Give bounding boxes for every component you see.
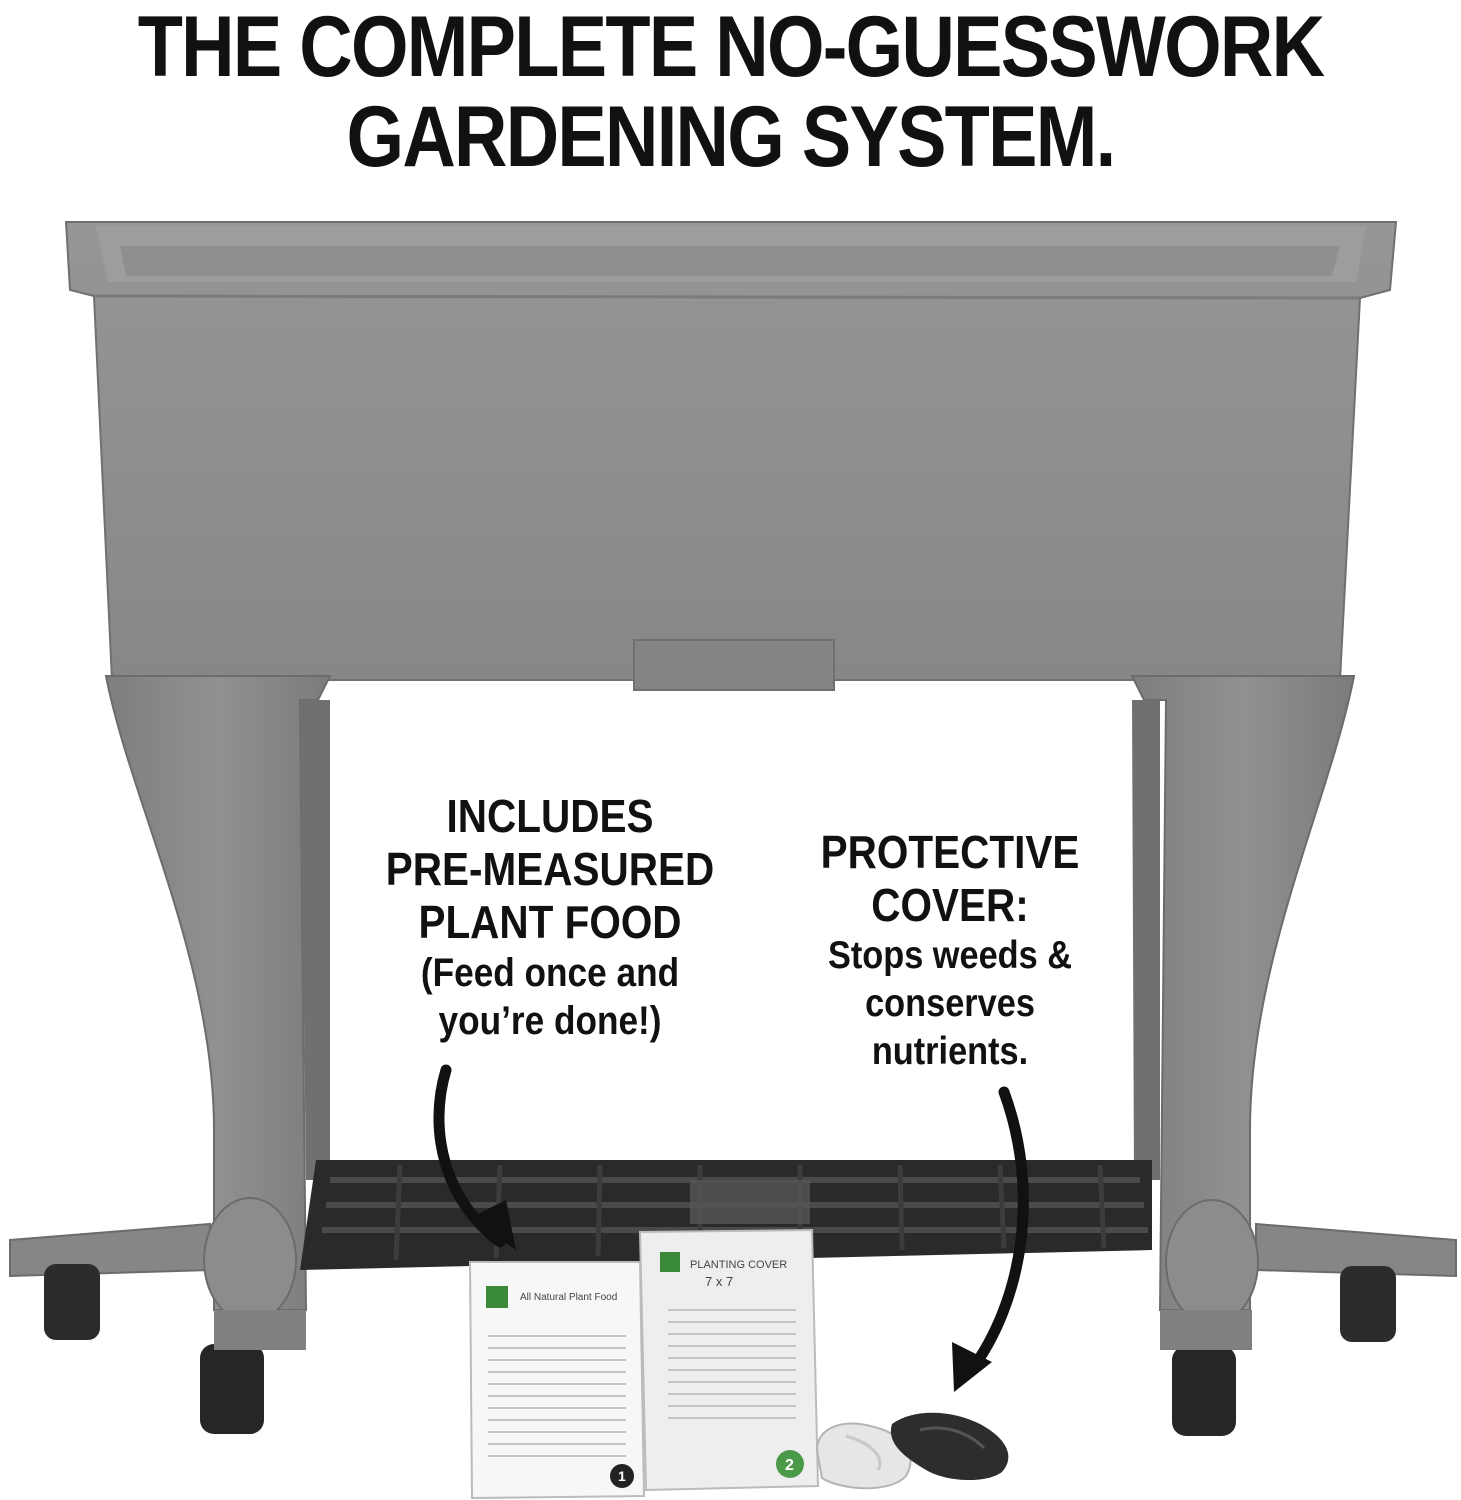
cover-label: PLANTING COVER [690, 1259, 787, 1271]
headline: THE COMPLETE NO-GUESSWORK GARDENING SYST… [102, 2, 1358, 182]
cover-size: 7 x 7 [705, 1274, 733, 1289]
headline-line-2: GARDENING SYSTEM. [346, 89, 1117, 185]
rolled-cover [816, 1412, 1009, 1490]
callout-left-line-2: PRE-MEASURED [385, 843, 715, 895]
callout-left-line-4: (Feed once and [420, 951, 680, 995]
planter-leg-left [9, 675, 332, 1434]
food-label: All Natural Plant Food [520, 1292, 617, 1303]
planter-leg-right [1130, 675, 1457, 1436]
headline-line-1: THE COMPLETE NO-GUESSWORK [137, 0, 1325, 95]
planter-box [64, 221, 1398, 691]
plant-food-package: All Natural Plant Food 1 [468, 1261, 646, 1500]
callout-left-line-5: you’re done!) [438, 999, 662, 1043]
arrow-to-plant-food-icon [433, 1064, 516, 1250]
callout-right-line-5: nutrients. [871, 1030, 1029, 1073]
cover-package: PLANTING COVER 7 x 7 2 [638, 1228, 820, 1492]
callout-right-line-2: COVER: [871, 879, 1029, 931]
callout-right-line-1: PROTECTIVE [820, 826, 1080, 878]
plant-food-callout: INCLUDES PRE-MEASURED PLANT FOOD (Feed o… [356, 790, 743, 1045]
callout-right-line-4: conserves [865, 982, 1035, 1025]
cover-number: 2 [785, 1457, 794, 1474]
food-number: 1 [618, 1468, 626, 1484]
arrow-to-cover-icon [952, 1086, 1029, 1392]
callout-left-line-3: PLANT FOOD [418, 896, 682, 948]
callout-left-line-1: INCLUDES [446, 790, 654, 842]
protective-cover-callout: PROTECTIVE COVER: Stops weeds & conserve… [792, 826, 1109, 1076]
callout-right-line-3: Stops weeds & [827, 934, 1073, 977]
